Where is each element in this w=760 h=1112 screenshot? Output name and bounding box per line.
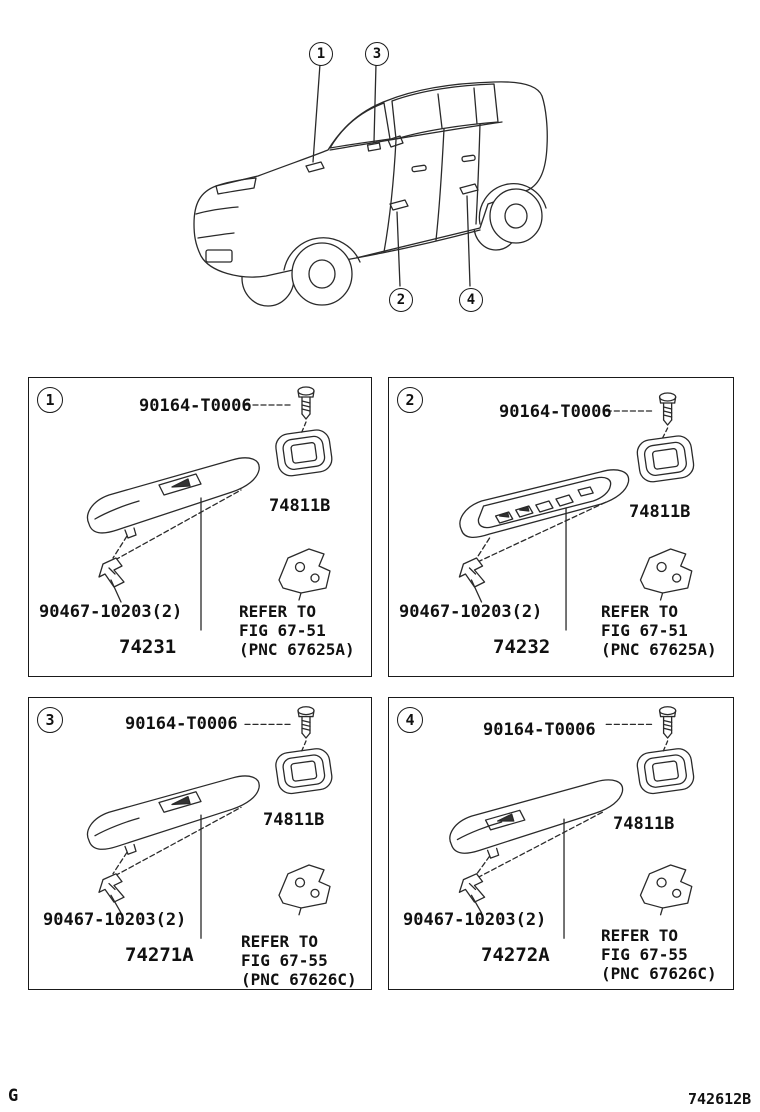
screw-icon [297,706,315,739]
refer-note: REFER TO FIG 67-55 (PNC 67626C) [601,926,717,983]
clip-part-label: 90467-10203(2) [43,910,187,930]
screw-part-label: 90164-T0006 [483,720,596,740]
clip-drawing [98,557,125,588]
bezel-drawing [275,429,333,477]
screw-icon [658,706,677,739]
panel-1-drawing [86,386,333,631]
screw-icon [658,392,677,426]
bezel-part-label: 74811B [629,502,691,522]
main-part-number: 74271A [125,944,194,966]
bracket-drawing [639,548,693,601]
refer-line-3: (PNC 67625A) [239,640,355,659]
clip-part-label: 90467-10203(2) [403,910,547,930]
bracket-drawing [639,864,693,916]
panel-2-callout: 2 [397,387,423,413]
refer-note: REFER TO FIG 67-51 (PNC 67625A) [239,602,355,659]
bezel-drawing [636,748,695,795]
panel-2-drawing [458,392,695,631]
main-part-number: 74231 [119,636,177,658]
panel-4-number: 4 [405,711,415,729]
screw-part-label: 90164-T0006 [499,402,612,422]
figure-number: 742612B [688,1090,752,1108]
panel-4-callout: 4 [397,707,423,733]
refer-line-2: FIG 67-51 [239,621,326,640]
bezel-drawing [275,748,333,795]
clip-part-label: 90467-10203(2) [39,602,183,622]
part-panel-2: 2 90164-T0006 74811B 90467-10203(2) 7423… [388,377,734,677]
callout-2-number: 2 [396,292,406,308]
clip-drawing [458,873,486,903]
part-panel-3: 3 90164-T0006 74811B 90467-10203(2) 7427… [28,697,372,990]
refer-line-2: FIG 67-51 [601,621,688,640]
panel-2-number: 2 [405,391,415,409]
panel-3-number: 3 [45,711,55,729]
master-switch-panel-drawing [459,469,630,631]
bezel-part-label: 74811B [613,814,675,834]
refer-note: REFER TO FIG 67-51 (PNC 67625A) [601,602,717,659]
part-panel-1: 1 90164-T0006 74811B 90467-10203(2) 7423… [28,377,372,677]
clip-drawing [98,873,125,903]
refer-line-1: REFER TO [601,926,679,945]
main-part-number: 74232 [493,636,551,658]
callout-4-number: 4 [466,292,476,308]
panel-1-number: 1 [45,391,55,409]
refer-line-1: REFER TO [241,932,319,951]
callout-3-number: 3 [372,46,382,62]
callout-1-number: 1 [316,46,326,62]
bezel-part-label: 74811B [269,496,331,516]
bracket-drawing [278,548,331,601]
main-part-number: 74272A [481,944,550,966]
refer-line-1: REFER TO [239,602,317,621]
refer-line-3: (PNC 67626C) [601,964,717,983]
panel-4-drawing [449,706,695,939]
panel-3-callout: 3 [37,707,63,733]
callout-1: 1 [309,42,333,66]
page-letter: G [8,1086,19,1106]
bezel-drawing [636,435,695,483]
refer-line-2: FIG 67-55 [601,945,688,964]
panel-1-callout: 1 [37,387,63,413]
panel-3-drawing [86,706,333,939]
armrest-panel-drawing [449,779,624,939]
callout-4: 4 [459,288,483,312]
armrest-panel-drawing [86,457,260,631]
part-panel-4: 4 90164-T0006 74811B 90467-10203(2) 7427… [388,697,734,990]
bezel-part-label: 74811B [263,810,325,830]
bracket-drawing [278,864,331,916]
clip-drawing [458,557,486,588]
clip-part-label: 90467-10203(2) [399,602,543,622]
armrest-panel-drawing [86,775,260,939]
refer-line-3: (PNC 67625A) [601,640,717,659]
screw-part-label: 90164-T0006 [139,396,252,416]
screw-part-label: 90164-T0006 [125,714,238,734]
screw-icon [297,386,315,420]
callout-2: 2 [389,288,413,312]
refer-line-3: (PNC 67626C) [241,970,357,989]
callout-3: 3 [365,42,389,66]
refer-line-2: FIG 67-55 [241,951,328,970]
refer-line-1: REFER TO [601,602,679,621]
refer-note: REFER TO FIG 67-55 (PNC 67626C) [241,932,357,989]
vehicle-illustration [193,63,548,307]
